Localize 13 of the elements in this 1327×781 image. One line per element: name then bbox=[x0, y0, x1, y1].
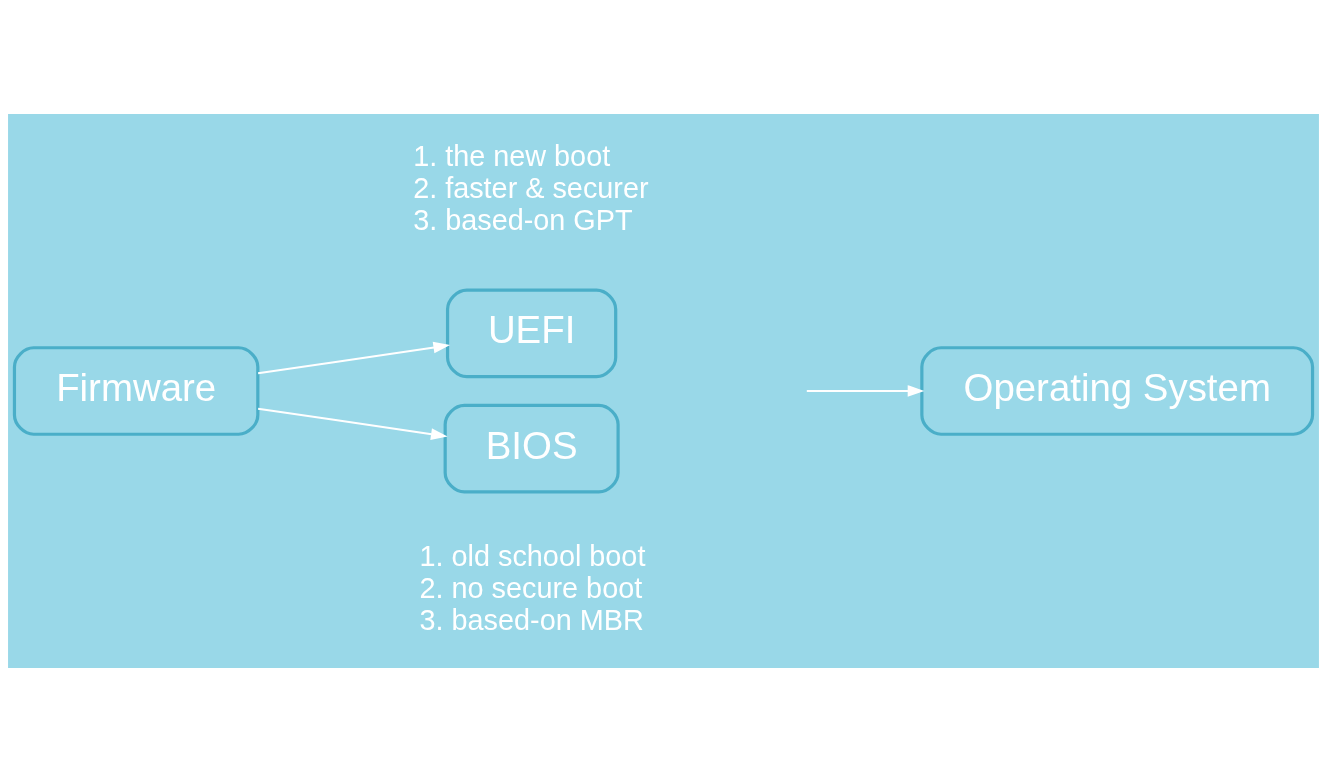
node-box: Firmware bbox=[12, 345, 260, 436]
node-box: BIOS bbox=[443, 403, 620, 493]
node-box: UEFI bbox=[445, 288, 618, 378]
node-label: 1. old school boot bbox=[419, 539, 646, 572]
node-box: Operating System bbox=[920, 345, 1315, 436]
node-label: 3. based-on MBR bbox=[419, 603, 644, 636]
node-label: 2. no secure boot bbox=[419, 571, 643, 604]
arrow bbox=[805, 384, 925, 397]
node-label: 3. based-on GPT bbox=[413, 203, 633, 236]
node-label: 1. the new boot bbox=[413, 139, 611, 172]
arrow bbox=[257, 341, 451, 374]
arrow bbox=[257, 407, 448, 440]
node-label: 2. faster & securer bbox=[413, 171, 649, 204]
